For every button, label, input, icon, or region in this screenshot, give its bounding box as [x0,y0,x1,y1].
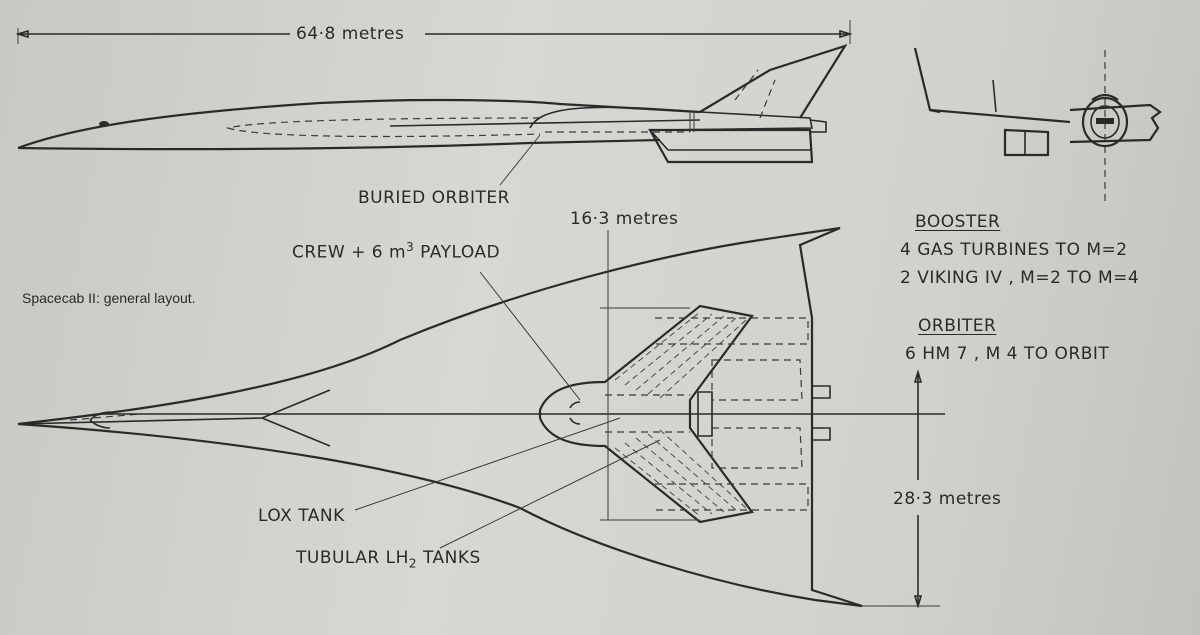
orbiter-heading: ORBITER [918,316,997,336]
orbiter-line: 6 HM 7 , M 4 TO ORBIT [905,344,1110,364]
length-dimension-label: 64·8 metres [296,24,405,44]
figure-caption: Spacecab II: general layout. [22,290,196,306]
front-view [913,47,1162,205]
lox-tank-label: LOX TANK [258,506,345,526]
booster-line-1: 4 GAS TURBINES TO M=2 [900,240,1128,260]
side-view [17,44,848,186]
crew-payload-prefix: CREW + 6 m [292,242,407,263]
lh2-suffix: TANKS [417,548,481,568]
lh2-tanks-label: TUBULAR LH2 TANKS [296,548,481,570]
crew-payload-label: CREW + 6 m3 PAYLOAD [292,240,500,263]
plan-view [17,226,945,609]
crew-payload-sup: 3 [406,240,415,254]
crew-payload-suffix: PAYLOAD [414,242,501,263]
booster-line-2: 2 VIKING IV , M=2 TO M=4 [900,268,1140,288]
lh2-prefix: TUBULAR LH [296,548,409,568]
buried-orbiter-label: BURIED ORBITER [358,188,510,208]
lh2-sub: 2 [408,556,418,571]
booster-heading: BOOSTER [915,212,1001,232]
booster-span-label: 28·3 metres [893,489,1002,509]
orbiter-span-label: 16·3 metres [570,209,679,229]
length-dimension-line [15,20,853,44]
